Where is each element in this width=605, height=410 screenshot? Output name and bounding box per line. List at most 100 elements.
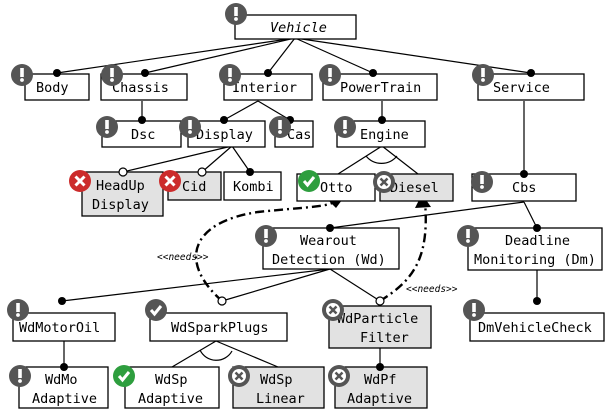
feature-engine-label: Engine [360,127,409,143]
optional-dot-cid [197,167,207,177]
exclamation-icon [179,116,201,138]
optional-dot-particle [375,296,385,306]
feature-wdsparkplugs-label: WdSparkPlugs [171,320,269,336]
edge-interior-display [223,100,259,121]
feature-cas-label: Cas [287,127,311,143]
feature-wdsparkplugs[interactable] [149,312,288,342]
feature-wdparticle-label-2: Filter [360,330,409,346]
exclamation-icon [7,299,29,321]
features: Vehicle Body Chassis Interior PowerTrain… [12,14,605,409]
feature-dmvehiclecheck[interactable] [469,312,605,342]
edge-sparkplugs-linear [215,340,279,368]
cross-icon [322,299,344,321]
feature-powertrain[interactable] [322,73,438,101]
needs-arrow-particle-diesel [379,201,427,303]
mandatory-dot-powertrain [369,69,377,77]
feature-wdsp-adaptive-label-2: Adaptive [138,391,203,407]
feature-body-label: Body [36,80,69,96]
edges [56,37,538,368]
feature-wdpf-label-2: Adaptive [347,391,412,407]
mandatory-dot-cbs [520,170,528,178]
feature-wearout-label-2: Detection (Wd) [272,252,386,268]
exclamation-icon [96,116,118,138]
exclamation-icon [255,225,277,247]
exclamation-icon [269,116,291,138]
needs-label-1: <<needs>> [157,252,209,263]
edge-cbs-wearout [329,201,525,229]
feature-wdpf-label-1: WdPf [364,372,397,388]
edge-wearout-sparkplugs [221,268,331,302]
feature-wdmo-adaptive[interactable] [18,366,109,409]
feature-cbs-label: Cbs [512,180,536,196]
feature-deadline-monitoring[interactable] [467,227,603,271]
feature-vehicle[interactable] [234,14,357,40]
exclamation-icon [463,299,485,321]
checkmark-icon [113,365,135,387]
exclamation-icon [334,116,356,138]
feature-headup-display[interactable] [81,171,164,217]
feature-wdsp-linear-label-1: WdSp [260,372,293,388]
feature-wdsp-linear-label-2: Linear [256,391,305,407]
mandatory-dot-service [527,69,535,77]
edge-display-cid [201,145,233,173]
edge-vehicle-body [56,37,296,74]
cross-icon [159,170,181,192]
mandatory-dot-display [220,116,228,124]
edge-engine-otto [337,145,383,175]
exclamation-icon [219,64,241,86]
feature-kombi-label: Kombi [233,179,274,195]
feature-wdmotoroil[interactable] [12,312,116,342]
feature-powertrain-label: PowerTrain [340,80,421,96]
feature-vehicle-label: Vehicle [270,20,327,36]
feature-wearout-label-1: Wearout [300,233,357,249]
feature-service[interactable] [477,73,585,101]
feature-body[interactable] [24,73,90,101]
feature-wdmotoroil-label: WdMotorOil [19,320,100,336]
feature-otto-label: Otto [320,180,353,196]
feature-wearout-detection[interactable] [262,227,400,270]
mandatory-dot-kombi [246,168,254,176]
feature-interior[interactable] [223,73,313,101]
cross-icon [373,171,395,193]
edge-display-headup [122,145,233,173]
feature-interior-label: Interior [232,80,297,96]
checkmark-icon [145,299,167,321]
optional-dot-sparkplugs [217,296,227,306]
feature-diesel-label: Diesel [390,180,439,196]
feature-wdsp-adaptive[interactable] [124,366,220,409]
exclamation-icon [11,64,33,86]
feature-wdmo-label-1: WdMo [45,372,78,388]
edge-cbs-deadline [523,201,538,229]
edge-vehicle-service [294,37,532,74]
mandatory-dot-chassis [141,69,149,77]
feature-headup-label-1: HeadUp [96,178,145,194]
exclamation-icon [457,225,479,247]
feature-wdparticle-label-1: WdParticle [337,311,418,327]
status-icons [7,3,494,387]
feature-display-label: Display [196,127,253,143]
feature-wdsp-adaptive-label-1: WdSp [155,372,188,388]
needs-label-2: <<needs>> [406,284,458,295]
edge-vehicle-chassis [144,37,296,74]
mandatory-dot-dsc [138,116,146,124]
feature-chassis-label: Chassis [112,80,169,96]
mandatory-dot-wdpf [376,363,384,371]
edge-wearout-motoroil [61,268,331,302]
mandatory-dot-dmcheck [533,297,541,305]
cross-icon [69,170,91,192]
edge-display-kombi [231,145,251,173]
optional-dot-headup [118,167,128,177]
feature-deadline-label-2: Monitoring (Dm) [474,252,596,268]
edge-interior-cas [257,100,291,121]
exclamation-icon [472,64,494,86]
exclamation-icon [319,64,341,86]
feature-dmvehiclecheck-label: DmVehicleCheck [478,320,592,336]
feature-deadline-label-1: Deadline [505,233,570,249]
feature-cid-label: Cid [182,179,206,195]
feature-wdmo-label-2: Adaptive [32,391,97,407]
needs-arrow-sparkplugs-otto [195,200,336,302]
feature-wdparticle-filter[interactable] [328,305,432,349]
feature-wdpf-adaptive[interactable] [334,366,428,409]
exclamation-icon [9,365,31,387]
